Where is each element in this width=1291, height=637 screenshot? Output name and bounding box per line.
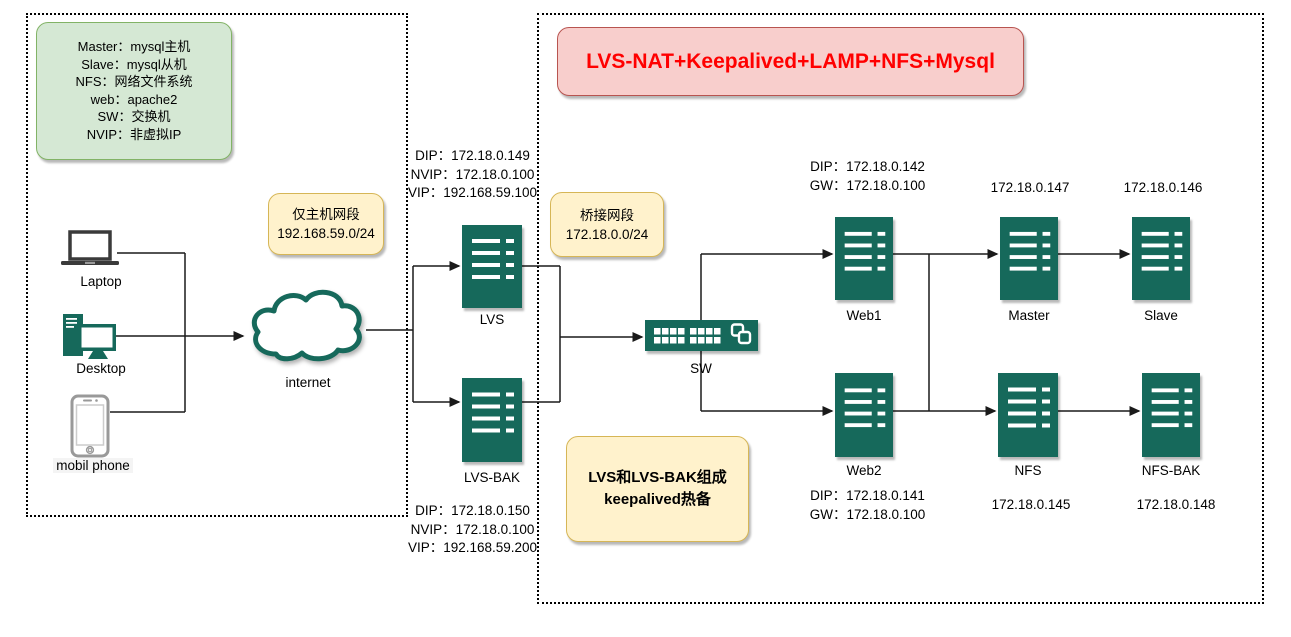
web2-ip-annotation: DIP：172.18.0.141 GW：172.18.0.100: [795, 487, 940, 524]
mobile-phone-label-text: mobil phone: [53, 458, 133, 473]
legend-line: Slave：mysql从机: [81, 56, 187, 72]
server-icon: [844, 231, 886, 271]
server-icon: [844, 388, 886, 428]
lvs-bak-label: LVS-BAK: [463, 470, 521, 485]
slave-ip: 172.18.0.146: [1123, 180, 1203, 195]
server-icon: [1009, 231, 1051, 271]
legend-line: web：apache2: [90, 91, 178, 107]
note-bridge-network: 桥接网段 172.18.0.0/24: [550, 192, 664, 257]
page-title: LVS-NAT+Keepalived+LAMP+NFS+Mysql: [586, 49, 995, 73]
mobile-phone-label: mobil phone: [48, 458, 138, 473]
legend-line: NFS：网络文件系统: [75, 74, 193, 89]
note-line: 仅主机网段: [292, 207, 360, 222]
title-box: LVS-NAT+Keepalived+LAMP+NFS+Mysql: [557, 27, 1024, 96]
desktop-label: Desktop: [76, 361, 126, 376]
ip-line: NVIP：172.18.0.100: [410, 166, 535, 182]
lvs-bak-server-node: [462, 378, 522, 462]
note-keepalived: LVS和LVS-BAK组成 keepalived热备: [566, 436, 749, 542]
internet-cloud-icon: [251, 289, 362, 362]
nfs-bak-server-node: [1142, 373, 1200, 457]
switch-icon: [654, 323, 752, 345]
ip-line: GW：172.18.0.100: [809, 506, 926, 522]
legend-line: Master：mysql主机: [77, 39, 191, 54]
lvs-server-node: [462, 225, 522, 308]
lvs-ip-annotation: DIP：172.18.0.149 NVIP：172.18.0.100 VIP：1…: [390, 147, 555, 203]
server-icon: [1151, 388, 1193, 428]
mobile-phone-icon: [70, 394, 110, 458]
ip-line: DIP：172.18.0.142: [810, 159, 925, 174]
legend-line: NVIP：非虚拟IP: [86, 126, 182, 142]
server-network-region: [537, 13, 1264, 604]
lvs-label: LVS: [479, 312, 505, 327]
server-icon: [1141, 231, 1183, 271]
ip-line: VIP：192.168.59.200: [407, 540, 538, 555]
web2-label: Web2: [846, 463, 882, 478]
master-server-node: [1000, 217, 1058, 300]
web2-server-node: [835, 373, 893, 457]
note-line: 桥接网段: [580, 207, 634, 223]
nfs-bak-ip: 172.18.0.148: [1136, 497, 1216, 512]
note-line: 192.168.59.0/24: [277, 226, 375, 241]
slave-label: Slave: [1144, 308, 1178, 323]
note-host-only-network: 仅主机网段 192.168.59.0/24: [268, 193, 384, 255]
desktop-icon: [63, 314, 116, 359]
web1-ip-annotation: DIP：172.18.0.142 GW：172.18.0.100: [795, 158, 940, 195]
note-line: 172.18.0.0/24: [565, 226, 649, 242]
server-icon: [472, 239, 514, 279]
laptop-label: Laptop: [80, 274, 122, 289]
master-ip: 172.18.0.147: [990, 180, 1070, 195]
nfs-label: NFS: [1014, 463, 1042, 478]
sw-switch-node: [645, 320, 758, 351]
sw-label: SW: [690, 361, 712, 376]
web1-server-node: [835, 217, 893, 300]
ip-line: NVIP：172.18.0.100: [410, 521, 535, 537]
note-line: LVS和LVS-BAK组成: [588, 469, 727, 486]
master-label: Master: [1008, 308, 1050, 323]
client-network-region: [26, 13, 408, 517]
laptop-icon: [61, 230, 119, 265]
legend-line: SW：交换机: [97, 109, 171, 124]
web1-label: Web1: [846, 308, 882, 323]
server-icon: [1008, 387, 1050, 428]
server-icon: [472, 392, 514, 433]
slave-server-node: [1132, 217, 1190, 300]
nfs-bak-label: NFS-BAK: [1141, 463, 1201, 478]
ip-line: DIP：172.18.0.150: [415, 503, 530, 518]
note-line: keepalived热备: [604, 491, 711, 508]
ip-line: GW：172.18.0.100: [809, 177, 926, 193]
nfs-ip: 172.18.0.145: [991, 497, 1071, 512]
lvs-bak-ip-annotation: DIP：172.18.0.150 NVIP：172.18.0.100 VIP：1…: [390, 502, 555, 558]
ip-line: VIP：192.168.59.100: [407, 185, 538, 200]
ip-line: DIP：172.18.0.149: [415, 148, 530, 163]
ip-line: DIP：172.18.0.141: [810, 488, 925, 503]
internet-label: internet: [285, 375, 331, 390]
nfs-server-node: [998, 373, 1058, 457]
legend-box: Master：mysql主机 Slave：mysql从机 NFS：网络文件系统 …: [36, 22, 232, 160]
